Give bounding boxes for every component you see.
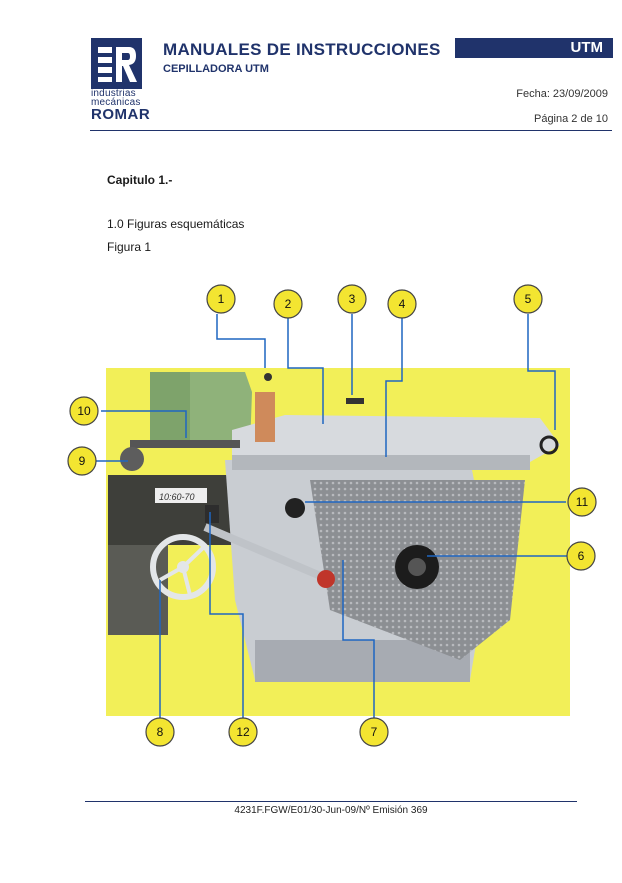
callout-9: 9 [67,446,97,476]
callout-7: 7 [359,717,389,747]
callout-number: 11 [576,495,589,509]
document-title: MANUALES DE INSTRUCCIONES [163,40,441,59]
callout-8: 8 [145,717,175,747]
callout-6: 6 [566,541,596,571]
callout-number: 2 [285,297,292,311]
document-date: Fecha: 23/09/2009 [516,88,608,100]
leader-line-4 [385,318,403,457]
logo-line: industrias [91,88,136,99]
callout-5: 5 [513,284,543,314]
callout-2: 2 [273,289,303,319]
callout-number: 6 [578,549,585,563]
callout-11: 11 [567,487,597,517]
callouts: 1 2 3 4 5 6 7 8 9 10 11 12 [67,284,597,747]
callout-number: 12 [236,725,250,739]
machine-figure: 10:60-70 1 2 3 4 5 6 7 8 9 10 11 12 [67,284,597,747]
callout-1: 1 [206,284,236,314]
section-heading: 1.0 Figuras esquemáticas [107,217,245,231]
model-tag: UTM [455,38,613,58]
company-logo [91,38,142,89]
leader-line-2 [287,318,324,424]
callout-3: 3 [337,284,367,314]
header-divider [90,130,612,131]
callout-number: 7 [371,725,378,739]
leader-line-7 [342,560,375,718]
callout-number: 5 [525,292,532,306]
leader-lines [95,314,567,718]
document-subtitle: CEPILLADORA UTM [163,63,269,75]
leader-line-5 [527,314,556,430]
callout-number: 8 [157,725,164,739]
machine-plate-label: 10:60-70 [159,492,195,502]
footer-divider [85,801,577,802]
callout-number: 3 [349,292,356,306]
callout-number: 4 [399,297,406,311]
leader-line-12 [209,512,244,718]
callout-12: 12 [228,717,258,747]
callout-number: 1 [218,292,225,306]
romar-logo-icon [97,46,137,82]
machine-illustration: 10:60-70 [108,372,560,682]
leader-line-1 [216,314,266,368]
callout-number: 10 [77,404,91,418]
logo-line: mecánicas [91,97,141,108]
logo-caption: industrias mecánicas [91,88,151,108]
callout-10: 10 [69,396,99,426]
callout-number: 9 [79,454,86,468]
footer-reference: 4231F.FGW/E01/30-Jun-09/Nº Emisión 369 [234,805,428,816]
leader-line-10 [101,410,187,438]
logo-brand: ROMAR [91,106,151,123]
callout-4: 4 [387,289,417,319]
figure-label: Figura 1 [107,240,152,254]
page-number: Página 2 de 10 [533,113,608,125]
chapter-heading: Capitulo 1.- [107,173,173,187]
